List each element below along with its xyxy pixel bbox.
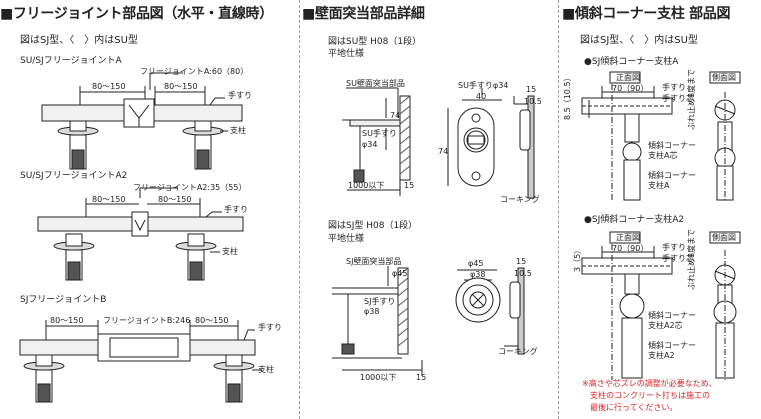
- corner-a2-slope: ぶれ止め8度まで: [687, 228, 696, 290]
- top-dim-40: 40: [476, 92, 487, 101]
- corner-a2-front-label: 正面図: [616, 233, 640, 242]
- corner-a-post2: 支柱A: [648, 181, 670, 190]
- top-part: SU壁面突当部品: [346, 79, 405, 88]
- corner-a2-part2: 支柱A2芯: [648, 321, 683, 330]
- top-handrail: SU手すり: [362, 129, 397, 138]
- corner-a2-side-label: 側面図: [712, 233, 736, 242]
- joint-b-callout: フリージョイントB:246: [103, 316, 191, 325]
- joint-a2-callout: フリージョイントA2:35（55）: [133, 183, 247, 192]
- top-caulk: コーキング: [500, 195, 540, 204]
- top-side-10: 10.5: [524, 97, 542, 106]
- corner-a-handrail1: 手すり: [662, 83, 686, 92]
- corner-a2-handrail1: 手すり: [662, 243, 686, 252]
- wall-end-bottom-front: [455, 267, 525, 355]
- corner-a-dim70: 70（90）: [612, 84, 649, 93]
- corner-a-side-label: 側面図: [712, 73, 736, 82]
- corner-a-dim85: 8.5（10.5）: [563, 73, 572, 120]
- bottom-phi45: φ45: [468, 259, 484, 268]
- joint-a-post: 支柱: [230, 126, 246, 135]
- corner-a2-side: [709, 231, 741, 380]
- bottom-dim-1000: 1000以下: [360, 373, 397, 382]
- bottom-handrail: SJ手すり: [364, 297, 396, 306]
- top-dim-74: 74: [390, 111, 401, 120]
- separator-left: [299, 0, 300, 419]
- corner-a2-post2: 支柱A2: [648, 351, 675, 360]
- bottom-dim-45: φ45: [392, 269, 408, 278]
- joint-a-drawing: [41, 72, 243, 170]
- free-joint-drawings: [19, 72, 262, 403]
- top-note: 図はSU型 H08（1段）: [328, 37, 422, 47]
- corner-a-front: [581, 71, 673, 201]
- wall-end-bottom-side: [332, 266, 423, 376]
- bottom-phi38b: φ38: [470, 270, 486, 279]
- bottom-side-10: 10.5: [514, 269, 532, 278]
- bottom-phi38: φ38: [364, 307, 380, 316]
- joint-b-name: SJフリージョイントB: [20, 295, 107, 305]
- free-joint-title: ■フリージョイント部品図（水平・直線時）: [0, 6, 273, 22]
- joint-a-dim2: 80～150: [164, 82, 198, 91]
- bottom-note: 図はSJ型 H08（1段）: [328, 221, 418, 231]
- top-phi34: φ34: [362, 140, 378, 149]
- corner-post-title: ■傾斜コーナー支柱 部品図: [562, 6, 731, 22]
- top-bracket-label: SU手すりφ34: [458, 81, 509, 90]
- corner-a2-handrail2: 手すり芯: [662, 254, 694, 263]
- corner-a-part2: 支柱A芯: [648, 151, 678, 160]
- joint-a-callout: フリージョイントA:60（80）: [140, 67, 249, 76]
- corner-a-part1: 傾斜コーナー: [648, 141, 696, 150]
- corner-a-post1: 傾斜コーナー: [648, 171, 696, 180]
- warning-line-2: 支柱のコンクリート打ちは施工の: [582, 391, 710, 400]
- corner-post-drawings: [581, 71, 741, 380]
- corner-a2-part1: 傾斜コーナー: [648, 311, 696, 320]
- corner-post-panel: ■傾斜コーナー支柱 部品図 図はSJ型、〈 〉内はSU型: [562, 0, 761, 419]
- bottom-caulk: コーキング: [498, 347, 538, 356]
- wall-end-top-side: [342, 87, 411, 196]
- joint-b-dim1: 80～150: [50, 316, 84, 325]
- joint-a2-name: SU/SJフリージョイントA2: [20, 171, 128, 181]
- joint-b-dim2: 80～150: [195, 316, 229, 325]
- corner-a2-name: ●SJ傾斜コーナー支柱A2: [584, 215, 685, 225]
- top-dim-74b: 74: [438, 147, 449, 156]
- joint-b-drawing: [19, 320, 262, 403]
- joint-a2-post: 支柱: [222, 247, 238, 256]
- bottom-dim-15: 15: [416, 373, 427, 382]
- joint-a-name: SU/SJフリージョイントA: [20, 56, 122, 66]
- corner-a-name: ●SJ傾斜コーナー支柱A: [584, 57, 679, 67]
- corner-a-front-label: 正面図: [616, 73, 640, 82]
- corner-a2-dim3: 3（5）: [573, 245, 582, 272]
- joint-a2-handrail: 手すり: [224, 205, 248, 214]
- corner-a2-front: [581, 231, 673, 380]
- corner-a-side: [709, 71, 741, 201]
- corner-a-slope: ぶれ止め8度まで: [687, 68, 696, 130]
- bottom-part: SJ壁面突当部品: [346, 257, 402, 266]
- joint-a-handrail: 手すり: [228, 91, 252, 100]
- joint-a-dim1: 80～150: [92, 82, 126, 91]
- wall-end-title: ■壁面突当部品詳細: [302, 6, 425, 22]
- free-joint-panel: ■フリージョイント部品図（水平・直線時） 図はSJ型、〈 〉内はSU型: [0, 0, 295, 419]
- joint-b-post: 支柱: [258, 365, 274, 374]
- joint-a2-dim2: 80～150: [158, 195, 192, 204]
- warning-line-3: 最後に行ってください。: [582, 403, 678, 412]
- wall-end-panel: ■壁面突当部品詳細: [302, 0, 552, 419]
- wall-end-top-front: [447, 88, 535, 199]
- separator-right: [558, 0, 559, 419]
- bottom-side-15: 15: [516, 257, 527, 266]
- top-dim-1000: 1000以下: [348, 181, 385, 190]
- top-dim-15: 15: [404, 181, 415, 190]
- type-note: 図はSJ型、〈 〉内はSU型: [20, 35, 138, 46]
- joint-a2-dim1: 80～150: [92, 195, 126, 204]
- corner-a2-post1: 傾斜コーナー: [648, 341, 696, 350]
- joint-b-handrail: 手すり: [258, 323, 282, 332]
- wall-end-drawings: [332, 87, 535, 376]
- warning-line-1: ※高さや芯ズレの調整が必要なため、: [582, 379, 717, 388]
- bottom-floor: 平地仕様: [328, 234, 365, 244]
- top-side-15: 15: [526, 85, 537, 94]
- joint-a2-drawing: [37, 187, 244, 281]
- corner-a-handrail2: 手すり芯: [662, 94, 694, 103]
- corner-a2-dim70: 70（90）: [612, 244, 649, 253]
- corner-type-note: 図はSJ型、〈 〉内はSU型: [580, 35, 698, 46]
- top-floor: 平地仕様: [328, 49, 365, 59]
